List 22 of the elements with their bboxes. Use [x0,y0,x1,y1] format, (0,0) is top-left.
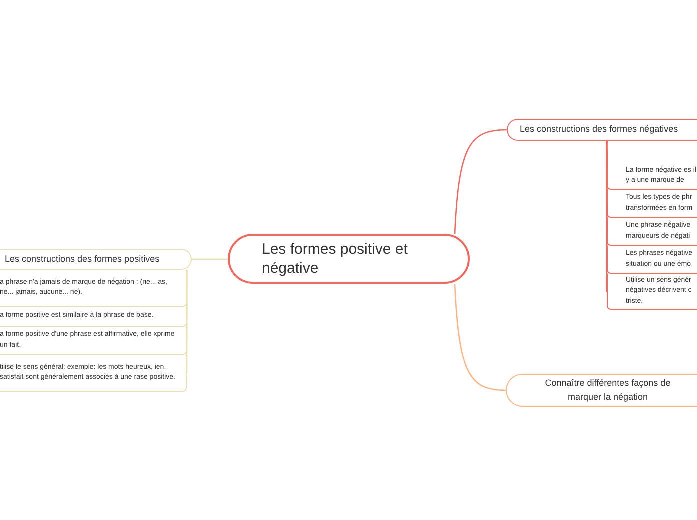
connector-line [454,129,508,234]
node-text: Les constructions des formes positives [5,252,160,266]
connector-line [186,270,188,374]
node-text: Les constructions des formes négatives [520,123,678,136]
subtopic-box [607,246,697,274]
node-text: Connaître différentes façons de marquer la négation [544,377,672,404]
topic-pill [228,234,470,284]
branch-box [507,119,697,141]
subtopic-box [0,270,187,307]
subtopic-box [607,274,697,310]
connector-line [192,258,228,260]
branch-box [0,249,192,270]
subtopic-box [0,355,187,392]
subtopic-box [607,218,697,246]
branch-box [506,374,697,407]
connector-line [606,141,608,292]
subtopic-box [0,327,187,355]
node-text: Les formes positive et négative [262,240,409,278]
subtopic-box [607,190,697,218]
subtopic-box [607,150,697,190]
connector-line [454,284,506,392]
subtopic-box [0,307,187,327]
